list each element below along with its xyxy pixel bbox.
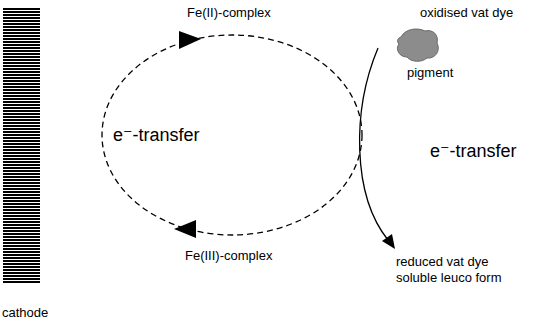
arrowhead [382, 234, 395, 249]
pigment-particle: oxidised vat dye pigment [395, 2, 535, 84]
complex-label: Fe(III)-complex [185, 248, 272, 264]
transfer-curve [360, 48, 388, 240]
complex-label: Fe(II)-complex [187, 5, 271, 21]
cathode-electrode: cathode [2, 8, 64, 322]
electrode-label: cathode [2, 305, 48, 321]
pigment-blob [395, 27, 441, 65]
transfer-label: e⁻-transfer [113, 124, 200, 147]
hatched-bar [3, 8, 41, 284]
hatched-bar [3, 8, 40, 283]
particle-label: pigment [407, 65, 453, 81]
product-label: reduced vat dye soluble leuco form [396, 254, 526, 286]
arrowhead [179, 31, 201, 49]
pigment-blob [397, 29, 438, 61]
transfer-label: e⁻-transfer [430, 140, 517, 163]
dye-state-label: oxidised vat dye [420, 5, 513, 21]
arrowhead [174, 220, 196, 238]
dashed-cycle [102, 35, 362, 235]
